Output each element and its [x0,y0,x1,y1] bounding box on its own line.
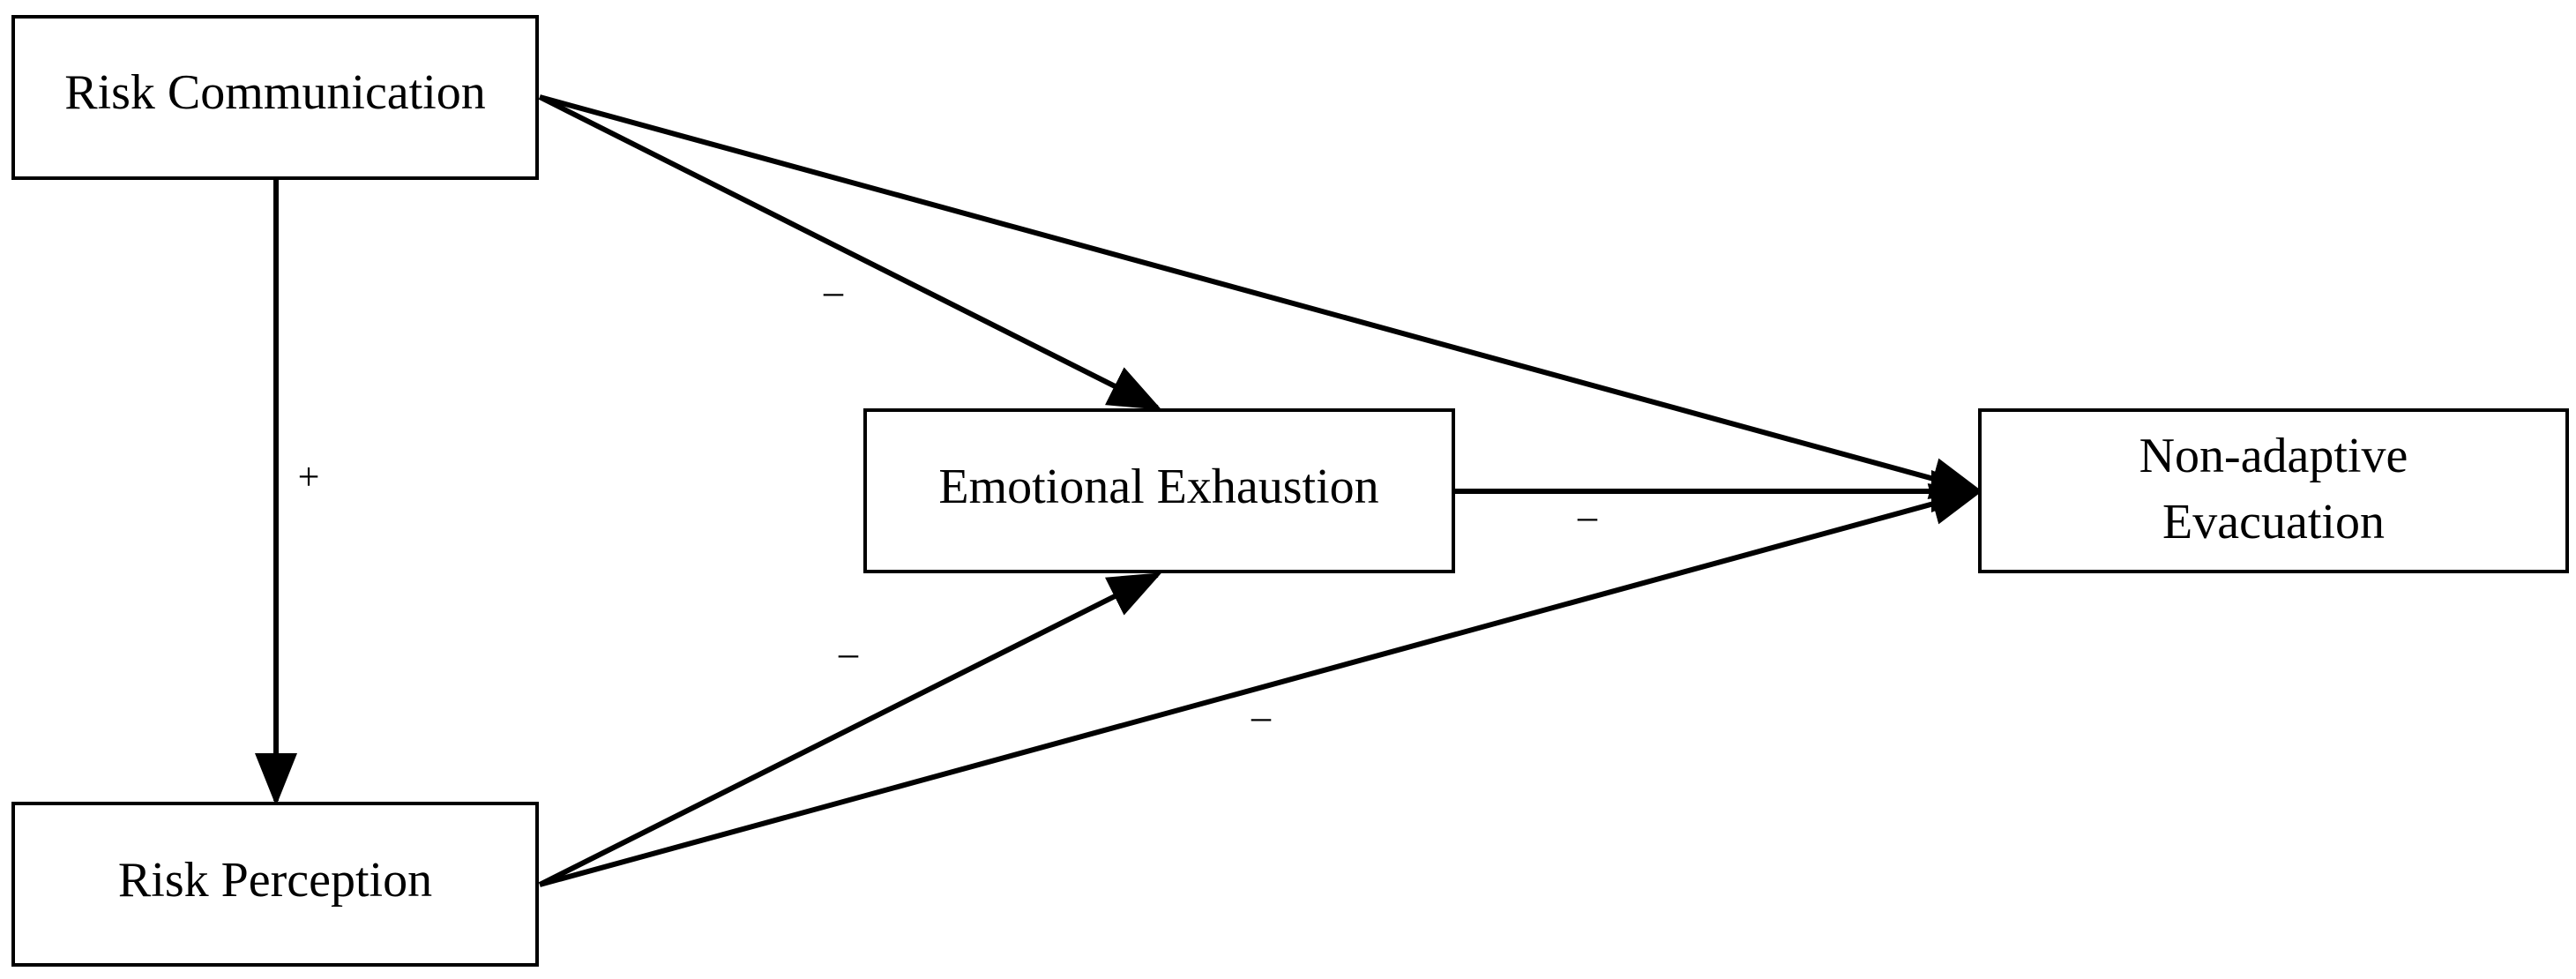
node-emotional-exhaustion-box [863,408,1455,573]
node-non-adaptive-evacuation-label-line2: Evacuation [2162,495,2385,549]
node-non-adaptive-evacuation: Non-adaptive Evacuation [1978,408,2569,573]
edge-signs: + – – – – [298,270,1598,738]
node-non-adaptive-evacuation-box [1978,408,2569,573]
sign-risk-communication-to-risk-perception: + [298,455,320,498]
sign-risk-perception-to-non-adaptive-evacuation: – [1251,695,1272,738]
edge-risk-perception-to-non-adaptive-evacuation [539,483,1984,887]
node-risk-communication-label: Risk Communication [64,65,486,120]
edges [255,94,1984,887]
node-emotional-exhaustion-label: Emotional Exhaustion [938,460,1378,514]
edge-risk-communication-to-non-adaptive-evacuation [539,94,1984,499]
node-risk-perception-label: Risk Perception [118,853,432,908]
edge-risk-perception-to-emotional-exhaustion [538,572,1162,887]
sign-emotional-exhaustion-to-non-adaptive-evacuation: – [1577,495,1598,538]
node-risk-communication: Risk Communication [11,15,539,180]
node-risk-perception: Risk Perception [11,802,539,967]
node-risk-perception-box [11,802,539,967]
node-risk-communication-box [11,15,539,180]
sign-risk-communication-to-emotional-exhaustion: – [823,270,844,313]
sign-risk-perception-to-emotional-exhaustion: – [838,631,859,675]
node-non-adaptive-evacuation-label-line1: Non-adaptive [2139,429,2408,483]
edge-risk-communication-to-emotional-exhaustion [538,94,1162,410]
node-emotional-exhaustion: Emotional Exhaustion [863,408,1455,573]
